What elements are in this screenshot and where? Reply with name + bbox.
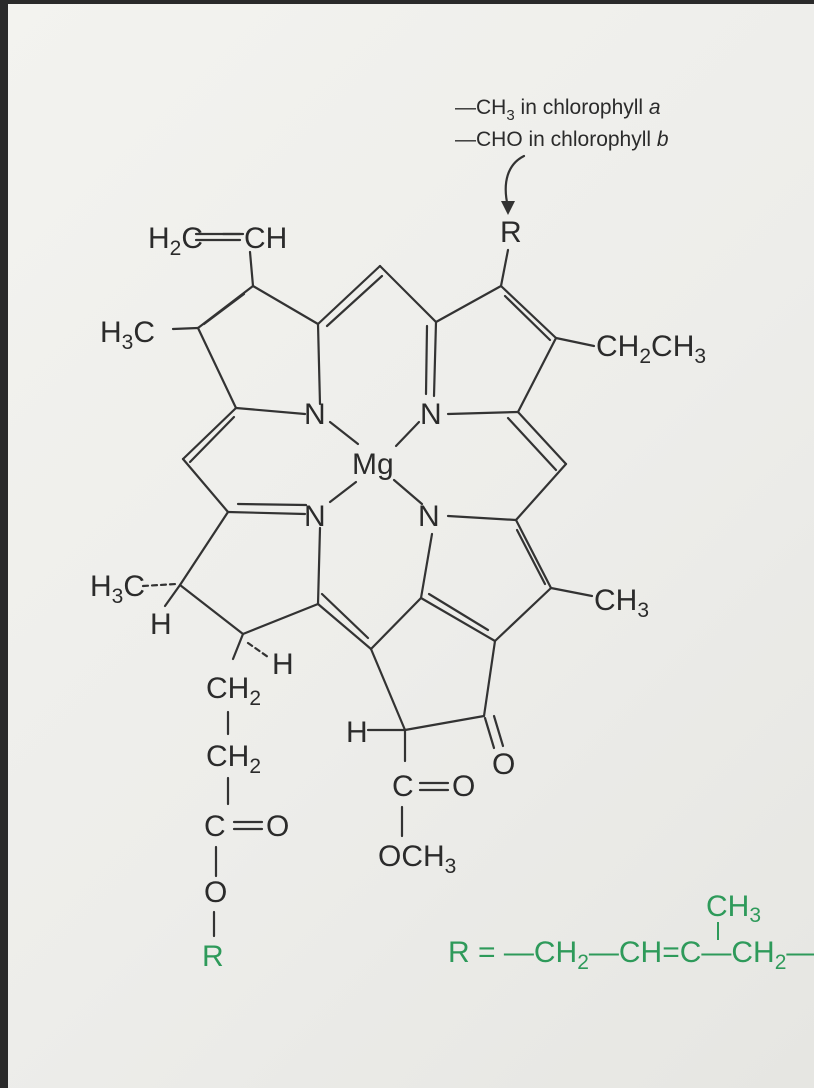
double-bond-lines [188,232,558,831]
nitrogen-label: N [304,398,326,431]
ethyl-group-label: CH2CH3 [596,330,706,368]
oxygen-label: O [204,876,227,909]
magnesium-label: Mg [352,448,394,481]
annotation-arrowhead [501,201,515,215]
dashed-bond [141,582,178,588]
vinyl-ch-label: CH [244,222,287,255]
carbon-label: C [204,810,226,843]
textbook-page: —CH3 in chlorophyll a —CHO in chlorophyl… [8,4,814,1088]
oxygen-label: O [452,770,475,803]
nitrogen-label: N [420,398,442,431]
phytyl-branch-methyl: CH3 [706,890,761,927]
oxygen-label: O [266,810,289,843]
bond-lines [163,248,596,938]
hydrogen-label: H [346,716,368,749]
r-substituent-label: R [500,216,522,249]
methyl-ch3-label: CH3 [594,584,649,622]
nitrogen-label: N [304,500,326,533]
vinyl-group-label: H2C [148,222,203,260]
phytyl-formula: R = —CH2—CH=C—CH2— [448,936,814,974]
methylene-label: CH2 [206,672,261,710]
methyl-h3c-label: H3C [90,570,145,608]
methylene-label: CH2 [206,740,261,778]
nitrogen-label: N [418,500,440,533]
ketone-oxygen-label: O [492,748,515,781]
r-ester-label: R [202,940,224,973]
annotation-line-b: —CHO in chlorophyll b [455,128,669,151]
annotation-arrow [504,154,526,209]
chlorophyll-structure-diagram: —CH3 in chlorophyll a —CHO in chlorophyl… [90,96,814,974]
hydrogen-label: H [272,648,294,681]
annotation-line-a: —CH3 in chlorophyll a [455,96,661,124]
hydrogen-label: H [150,608,172,641]
carbon-label: C [392,770,414,803]
methoxy-label: OCH3 [378,840,456,878]
methyl-h3c-label: H3C [100,316,155,354]
